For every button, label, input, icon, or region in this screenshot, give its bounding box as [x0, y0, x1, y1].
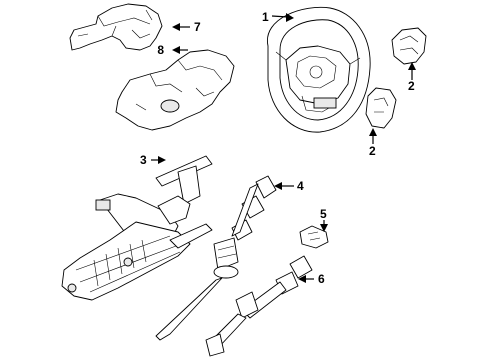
- callout-8: 8: [157, 43, 164, 57]
- steering-column-part-3: [61, 155, 213, 301]
- callout-3: 3: [140, 153, 147, 167]
- callout-2-upper: 2: [408, 79, 415, 93]
- callout-1: 1: [262, 10, 269, 24]
- callout-5: 5: [320, 207, 327, 221]
- upper-shroud-part-7: [69, 3, 163, 51]
- sensor-part-5: [299, 225, 329, 249]
- steering-wheel-part-1: [267, 6, 371, 133]
- steering-switch-upper-part-2: [391, 27, 427, 65]
- callout-6: 6: [318, 272, 325, 286]
- lower-shaft-part-6: [205, 255, 313, 357]
- steering-switch-lower-part-2: [365, 87, 397, 129]
- callout-7: 7: [194, 20, 201, 34]
- lower-shroud-part-8: [115, 49, 235, 131]
- leader-lines: [151, 13, 416, 283]
- intermediate-shaft-part-4: [155, 175, 277, 341]
- callout-2-lower: 2: [369, 144, 376, 158]
- callout-4: 4: [297, 179, 304, 193]
